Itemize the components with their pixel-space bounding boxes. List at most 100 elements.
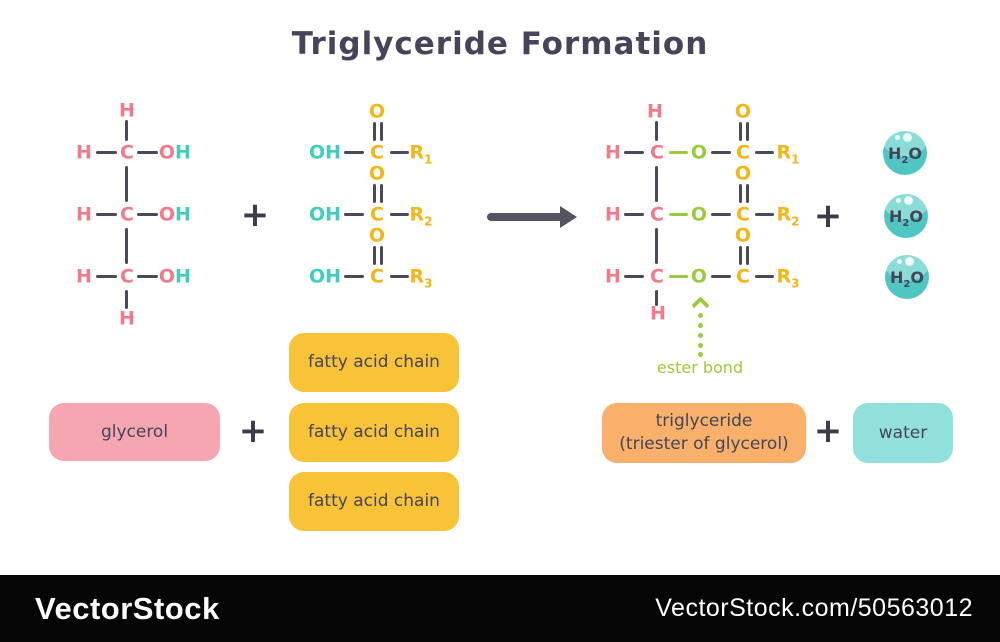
ester-arrow-dot (698, 352, 703, 357)
fatty-acids-atom-oh: OH (308, 265, 342, 288)
triglyceride-atom-h: H (647, 100, 663, 123)
triglyceride-label-line1: triglyceride (655, 411, 753, 432)
triglyceride-bond (755, 151, 774, 154)
fatty-acids-atom-oh: OH (308, 141, 342, 164)
triglyceride-atom-o: O (734, 224, 752, 247)
triglyceride-bond (746, 246, 749, 265)
vectorstock-credit: VectorStock.com/50563012 (655, 594, 973, 622)
triglyceride-bond (739, 246, 742, 265)
triglyceride-bond (746, 184, 749, 203)
glycerol-bond (125, 120, 128, 141)
triglyceride-atom-r: R1 (776, 141, 800, 167)
watermark-bar: VectorStock VectorStock.com/50563012 (0, 575, 1000, 642)
triglyceride-bond (669, 213, 688, 216)
fatty-acids-bond (390, 213, 409, 216)
triglyceride-atom-h: H (605, 203, 621, 226)
glycerol-label: glycerol (100, 421, 169, 442)
triglyceride-atom-r: R2 (776, 203, 800, 229)
glycerol-atom-o: O (158, 203, 176, 226)
triglyceride-bond (655, 121, 658, 141)
glycerol-bond (96, 151, 117, 154)
fatty-acid-label-box-3: fatty acid chain (289, 472, 459, 531)
triglyceride-atom-c: C (736, 203, 750, 226)
glycerol-atom-c: C (120, 265, 134, 288)
glycerol-bond (96, 213, 117, 216)
fatty-acids-bond (373, 246, 376, 265)
triglyceride-bond (755, 213, 774, 216)
vectorstock-logo: VectorStock (35, 590, 220, 626)
glycerol-atom-h: H (119, 307, 135, 330)
glycerol-bond (125, 290, 128, 309)
triglyceride-atom-c: C (650, 141, 664, 164)
water-molecule-bubble: H2O (885, 255, 929, 299)
glycerol-bond (137, 213, 158, 216)
glycerol-atom-o: O (158, 141, 176, 164)
glycerol-label-box: glycerol (49, 403, 220, 461)
triglyceride-bond (624, 275, 644, 278)
triglyceride-atom-c: C (650, 265, 664, 288)
triglyceride-atom-h: H (605, 141, 621, 164)
triglyceride-bond (655, 166, 658, 202)
fatty-acids-bond (380, 184, 383, 203)
fatty-acids-bond (390, 151, 409, 154)
glycerol-atom-h: H (175, 265, 191, 288)
glycerol-atom-c: C (120, 203, 134, 226)
fatty-acids-atom-c: C (370, 141, 384, 164)
glycerol-atom-c: C (120, 141, 134, 164)
triglyceride-atom-o: O (690, 265, 708, 288)
fatty-acid-label-box-1: fatty acid chain (289, 333, 459, 392)
triglyceride-atom-r: R3 (776, 265, 800, 291)
fatty-acids-atom-r: R3 (409, 265, 433, 291)
h2o-formula: H2O (889, 207, 923, 230)
glycerol-atom-h: H (76, 265, 92, 288)
ester-arrow-dot (698, 343, 703, 348)
water-molecule-bubble: H2O (884, 194, 928, 238)
fatty-acids-bond (380, 122, 383, 141)
ester-arrow-dot (698, 313, 703, 318)
h2o-formula: H2O (890, 268, 924, 291)
reaction-arrow-head-icon (560, 206, 577, 228)
glycerol-atom-h: H (175, 141, 191, 164)
fatty-acids-bond (344, 213, 364, 216)
triglyceride-bond (655, 290, 658, 306)
ester-arrow-dot (698, 323, 703, 328)
triglyceride-bond (711, 275, 731, 278)
triglyceride-atom-c: C (650, 203, 664, 226)
fatty-acid-label: fatty acid chain (308, 352, 440, 373)
glycerol-atom-o: O (158, 265, 176, 288)
fatty-acid-label-box-2: fatty acid chain (289, 403, 459, 462)
plus-sign-labels-right: + (813, 411, 843, 451)
reaction-arrow (487, 213, 563, 221)
triglyceride-bond (755, 275, 774, 278)
glycerol-bond (96, 275, 117, 278)
triglyceride-bond (746, 122, 749, 141)
triglyceride-bond (739, 122, 742, 141)
glycerol-bond (125, 166, 128, 202)
fatty-acid-label: fatty acid chain (308, 422, 440, 443)
fatty-acids-atom-c: C (370, 265, 384, 288)
triglyceride-atom-o: O (690, 141, 708, 164)
fatty-acids-atom-c: C (370, 203, 384, 226)
fatty-acid-label: fatty acid chain (308, 491, 440, 512)
fatty-acids-atom-r: R2 (409, 203, 433, 229)
fatty-acids-atom-o: O (368, 224, 386, 247)
triglyceride-label-line2: (triester of glycerol) (619, 434, 789, 454)
water-molecule-bubble: H2O (883, 131, 927, 175)
fatty-acids-bond (344, 151, 364, 154)
glycerol-bond (125, 228, 128, 264)
fatty-acids-atom-oh: OH (308, 203, 342, 226)
triglyceride-atom-c: C (736, 141, 750, 164)
fatty-acids-bond (373, 184, 376, 203)
water-label-box: water (853, 403, 953, 463)
triglyceride-bond (711, 151, 731, 154)
triglyceride-bond (711, 213, 731, 216)
glycerol-atom-h: H (119, 99, 135, 122)
glycerol-atom-h: H (175, 203, 191, 226)
ester-arrow-dot (698, 333, 703, 338)
triglyceride-bond (669, 151, 688, 154)
diagram-title: Triglyceride Formation (291, 26, 709, 62)
triglyceride-bond (655, 228, 658, 264)
fatty-acids-bond (373, 122, 376, 141)
